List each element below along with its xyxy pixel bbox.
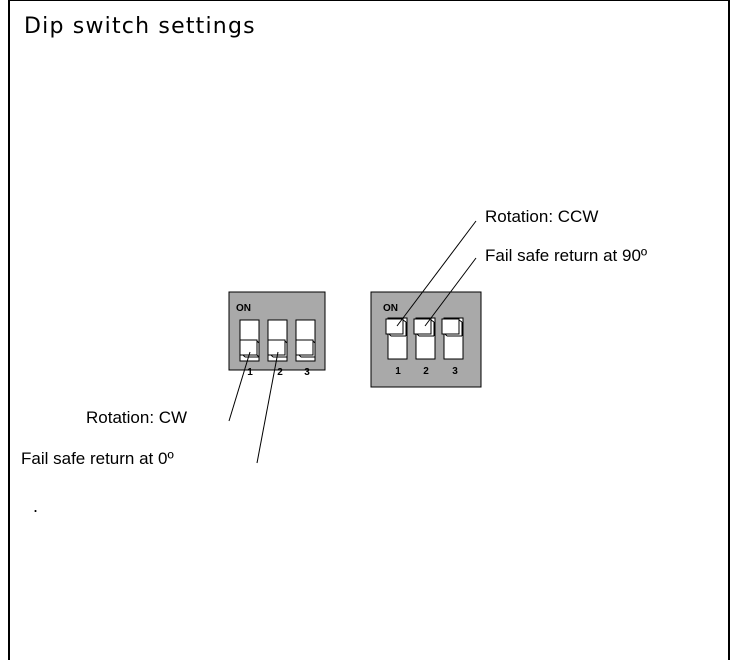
callout-rotation-ccw: Rotation: CCW: [485, 207, 599, 226]
dip-switch-left: ON 1 2 3: [228, 291, 326, 464]
dip-number-left-1: 1: [247, 367, 253, 378]
dip-switch-right: ON 1 2 3: [370, 220, 482, 388]
trailing-mark: .: [33, 496, 39, 516]
dip-number-left-2: 2: [277, 367, 283, 378]
dip-number-right-2: 2: [423, 366, 429, 377]
callout-fail-safe-0: Fail safe return at 0º: [21, 449, 174, 468]
dip-number-right-1: 1: [395, 366, 401, 377]
dip-on-label-left: ON: [236, 303, 251, 314]
dip-knob-left-3: [295, 339, 314, 356]
page-title: Dip switch settings: [24, 14, 256, 39]
dip-knob-left-2: [267, 339, 286, 356]
dip-knob-right-1: [385, 318, 404, 335]
dip-knob-right-2: [413, 318, 432, 335]
dip-number-left-3: 3: [304, 367, 310, 378]
leader-line-ccw: [396, 220, 477, 327]
dip-on-label-right: ON: [383, 303, 398, 314]
dip-knob-right-3: [441, 318, 460, 335]
leader-line-cw: [228, 351, 251, 422]
page-frame: [8, 0, 730, 660]
leader-line-fail-0: [256, 351, 279, 464]
dip-knob-left-1: [239, 339, 258, 356]
leader-line-fail-90: [424, 257, 477, 327]
dip-number-right-3: 3: [452, 366, 458, 377]
callout-rotation-cw: Rotation: CW: [86, 408, 188, 427]
callout-fail-safe-90: Fail safe return at 90º: [485, 246, 648, 265]
